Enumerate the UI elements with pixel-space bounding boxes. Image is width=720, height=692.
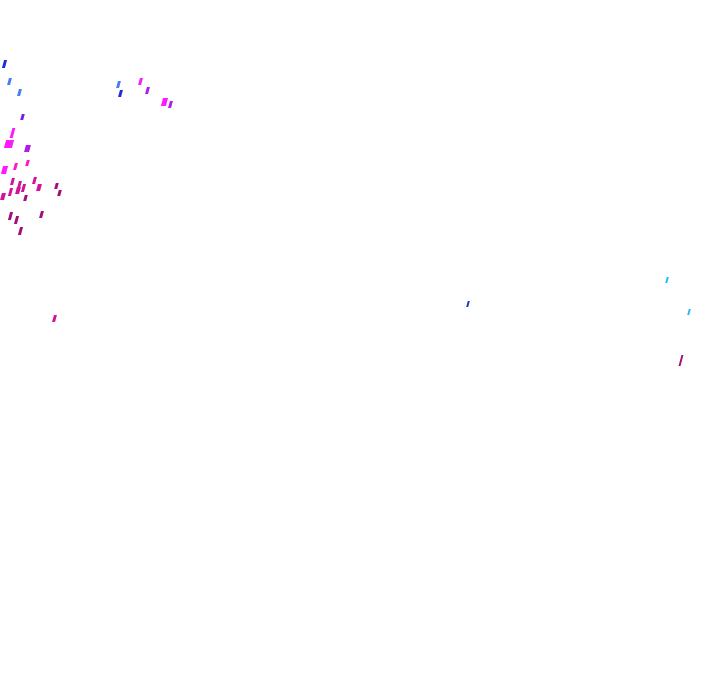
fragment bbox=[168, 101, 173, 108]
fragment bbox=[15, 187, 21, 194]
fragment bbox=[116, 81, 121, 88]
fragment bbox=[160, 98, 169, 106]
fragment bbox=[10, 178, 15, 185]
fragment bbox=[57, 190, 62, 196]
fragment bbox=[54, 183, 59, 189]
fragment bbox=[1, 60, 8, 68]
fragment bbox=[25, 160, 30, 166]
fragment bbox=[17, 181, 22, 188]
fragment bbox=[23, 195, 28, 201]
fragment bbox=[24, 145, 31, 152]
fragment bbox=[13, 163, 18, 170]
fragment bbox=[17, 227, 24, 235]
fragment bbox=[7, 188, 14, 196]
fragment bbox=[687, 309, 691, 315]
fragment bbox=[13, 216, 20, 224]
fragment bbox=[17, 89, 22, 96]
fragment bbox=[20, 184, 27, 192]
fragment bbox=[39, 211, 44, 218]
fragment bbox=[3, 140, 15, 148]
fragment bbox=[36, 184, 42, 191]
fragment bbox=[0, 166, 9, 174]
fragment bbox=[9, 128, 16, 138]
fragment bbox=[0, 193, 6, 200]
fragment bbox=[138, 78, 143, 85]
fragment bbox=[145, 87, 150, 94]
fragment bbox=[466, 301, 470, 307]
fragment bbox=[665, 277, 669, 283]
fragment bbox=[7, 78, 12, 85]
fragment bbox=[32, 177, 37, 184]
fragment bbox=[678, 355, 684, 366]
fragment bbox=[20, 114, 25, 120]
fragment bbox=[52, 315, 57, 322]
fragment bbox=[7, 212, 14, 220]
fragment bbox=[118, 90, 123, 97]
